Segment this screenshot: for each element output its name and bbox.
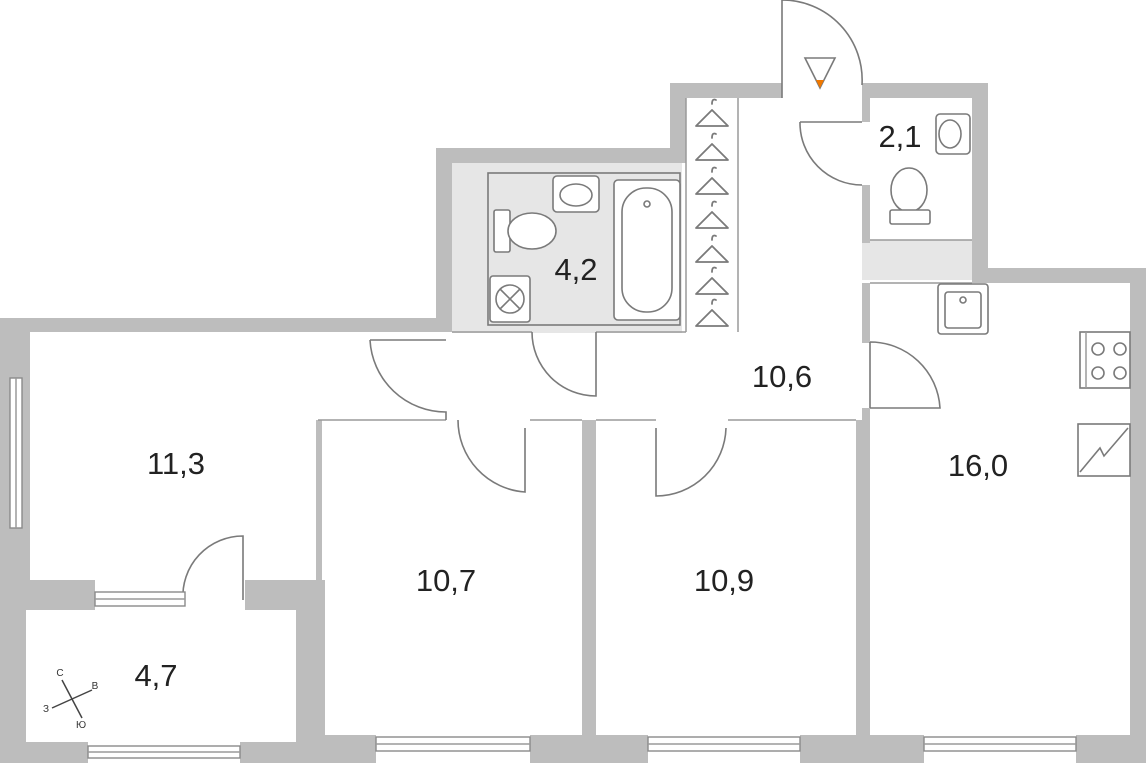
area-room-mid-right: 10,9	[694, 563, 754, 598]
compass-west: З	[43, 704, 49, 715]
area-toilet: 2,1	[878, 119, 921, 154]
stove	[1079, 331, 1131, 389]
bathroom-door	[531, 331, 597, 397]
balcony-door	[182, 535, 244, 601]
entrance-door	[781, 0, 863, 98]
area-bathroom: 4,2	[554, 252, 597, 287]
doors	[182, 0, 941, 601]
mid-left-door	[457, 419, 526, 493]
electrical-panel	[1077, 423, 1131, 477]
mid-right-door	[655, 427, 727, 497]
compass: С В З Ю	[43, 668, 99, 731]
bathroom-fixtures	[487, 172, 681, 326]
compass-north: С	[56, 668, 63, 679]
area-kitchen: 16,0	[948, 448, 1008, 483]
area-room-mid-left: 10,7	[416, 563, 476, 598]
thin-partitions	[318, 98, 972, 421]
left-room-door	[369, 339, 447, 420]
compass-south: Ю	[76, 720, 86, 731]
area-room-left: 11,3	[147, 446, 205, 481]
area-corridor: 10,6	[752, 359, 812, 394]
compass-east: В	[92, 681, 99, 692]
toilet-bowl	[890, 167, 928, 213]
entrance-marker	[803, 57, 837, 90]
area-balcony: 4,7	[134, 658, 177, 693]
kitchen-fixtures	[937, 283, 1131, 477]
walls	[0, 83, 1146, 763]
kitchen-door	[869, 341, 941, 409]
toilet-fixtures	[889, 113, 971, 225]
area-labels: 11,3 4,7 10,7 10,9 16,0 10,6 4,2 2,1	[134, 119, 1008, 693]
toilet-door	[799, 121, 863, 186]
wardrobe-hangers	[695, 98, 729, 327]
windows	[9, 377, 1077, 759]
